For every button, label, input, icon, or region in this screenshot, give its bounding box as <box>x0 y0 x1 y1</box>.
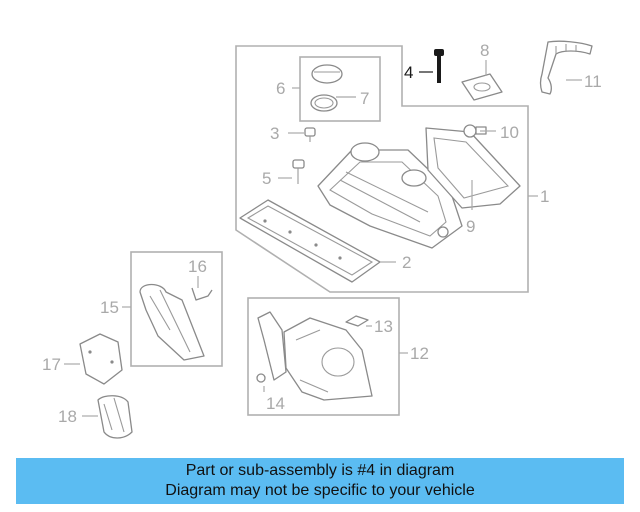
callout-17: 17 <box>42 355 61 374</box>
bolt-part-4-highlighted <box>434 49 444 83</box>
callout-14: 14 <box>266 394 285 413</box>
leader-lines <box>64 60 582 417</box>
callout-8: 8 <box>480 41 489 60</box>
cover-part-17 <box>79 333 123 385</box>
callout-15: 15 <box>100 298 119 317</box>
timing-cover-part-15 <box>139 283 205 361</box>
assembly-frame-1 <box>235 45 529 293</box>
callout-11: 11 <box>584 72 602 91</box>
callout-13: 13 <box>374 317 393 336</box>
assembly-frame-12 <box>247 297 400 416</box>
assembly-frame-6-7 <box>299 56 381 122</box>
callout-2: 2 <box>402 253 411 272</box>
callout-16: 16 <box>188 257 207 276</box>
callout-7: 7 <box>360 89 369 108</box>
bolt-part-3 <box>304 127 316 142</box>
callout-18: 18 <box>58 407 77 426</box>
callout-labels: 1 2 3 4 5 6 7 8 9 10 11 12 13 14 15 16 1… <box>42 41 602 426</box>
gasket-part-8 <box>461 73 503 101</box>
callout-5: 5 <box>262 169 271 188</box>
assembly-frame-15 <box>130 251 223 367</box>
clip-part-16 <box>191 287 213 301</box>
banner-line-1: Part or sub-assembly is #4 in diagram <box>185 462 455 479</box>
timing-cover-part-12 <box>283 317 373 401</box>
seal-part-13 <box>345 315 369 327</box>
hose-part-11 <box>539 40 593 95</box>
seal-ring-part-7 <box>310 94 338 112</box>
gasket-part-14 <box>256 311 287 383</box>
callout-12: 12 <box>410 344 429 363</box>
banner-line-2: Diagram may not be specific to your vehi… <box>165 482 475 499</box>
bolt-part-5 <box>292 159 305 184</box>
valve-cover-part-1 <box>317 142 463 249</box>
info-banner: Part or sub-assembly is #4 in diagram Di… <box>16 458 624 504</box>
callout-10: 10 <box>500 123 519 142</box>
parts-diagram: 1 2 3 4 5 6 7 8 9 10 11 12 13 14 15 16 1… <box>42 40 602 439</box>
callout-3: 3 <box>270 124 279 143</box>
callout-6: 6 <box>276 79 285 98</box>
gasket-part-18 <box>97 395 133 439</box>
filler-cap-part-6 <box>311 64 343 84</box>
callout-4-highlighted: 4 <box>404 63 413 82</box>
callout-9: 9 <box>466 217 475 236</box>
callout-1: 1 <box>540 187 549 206</box>
